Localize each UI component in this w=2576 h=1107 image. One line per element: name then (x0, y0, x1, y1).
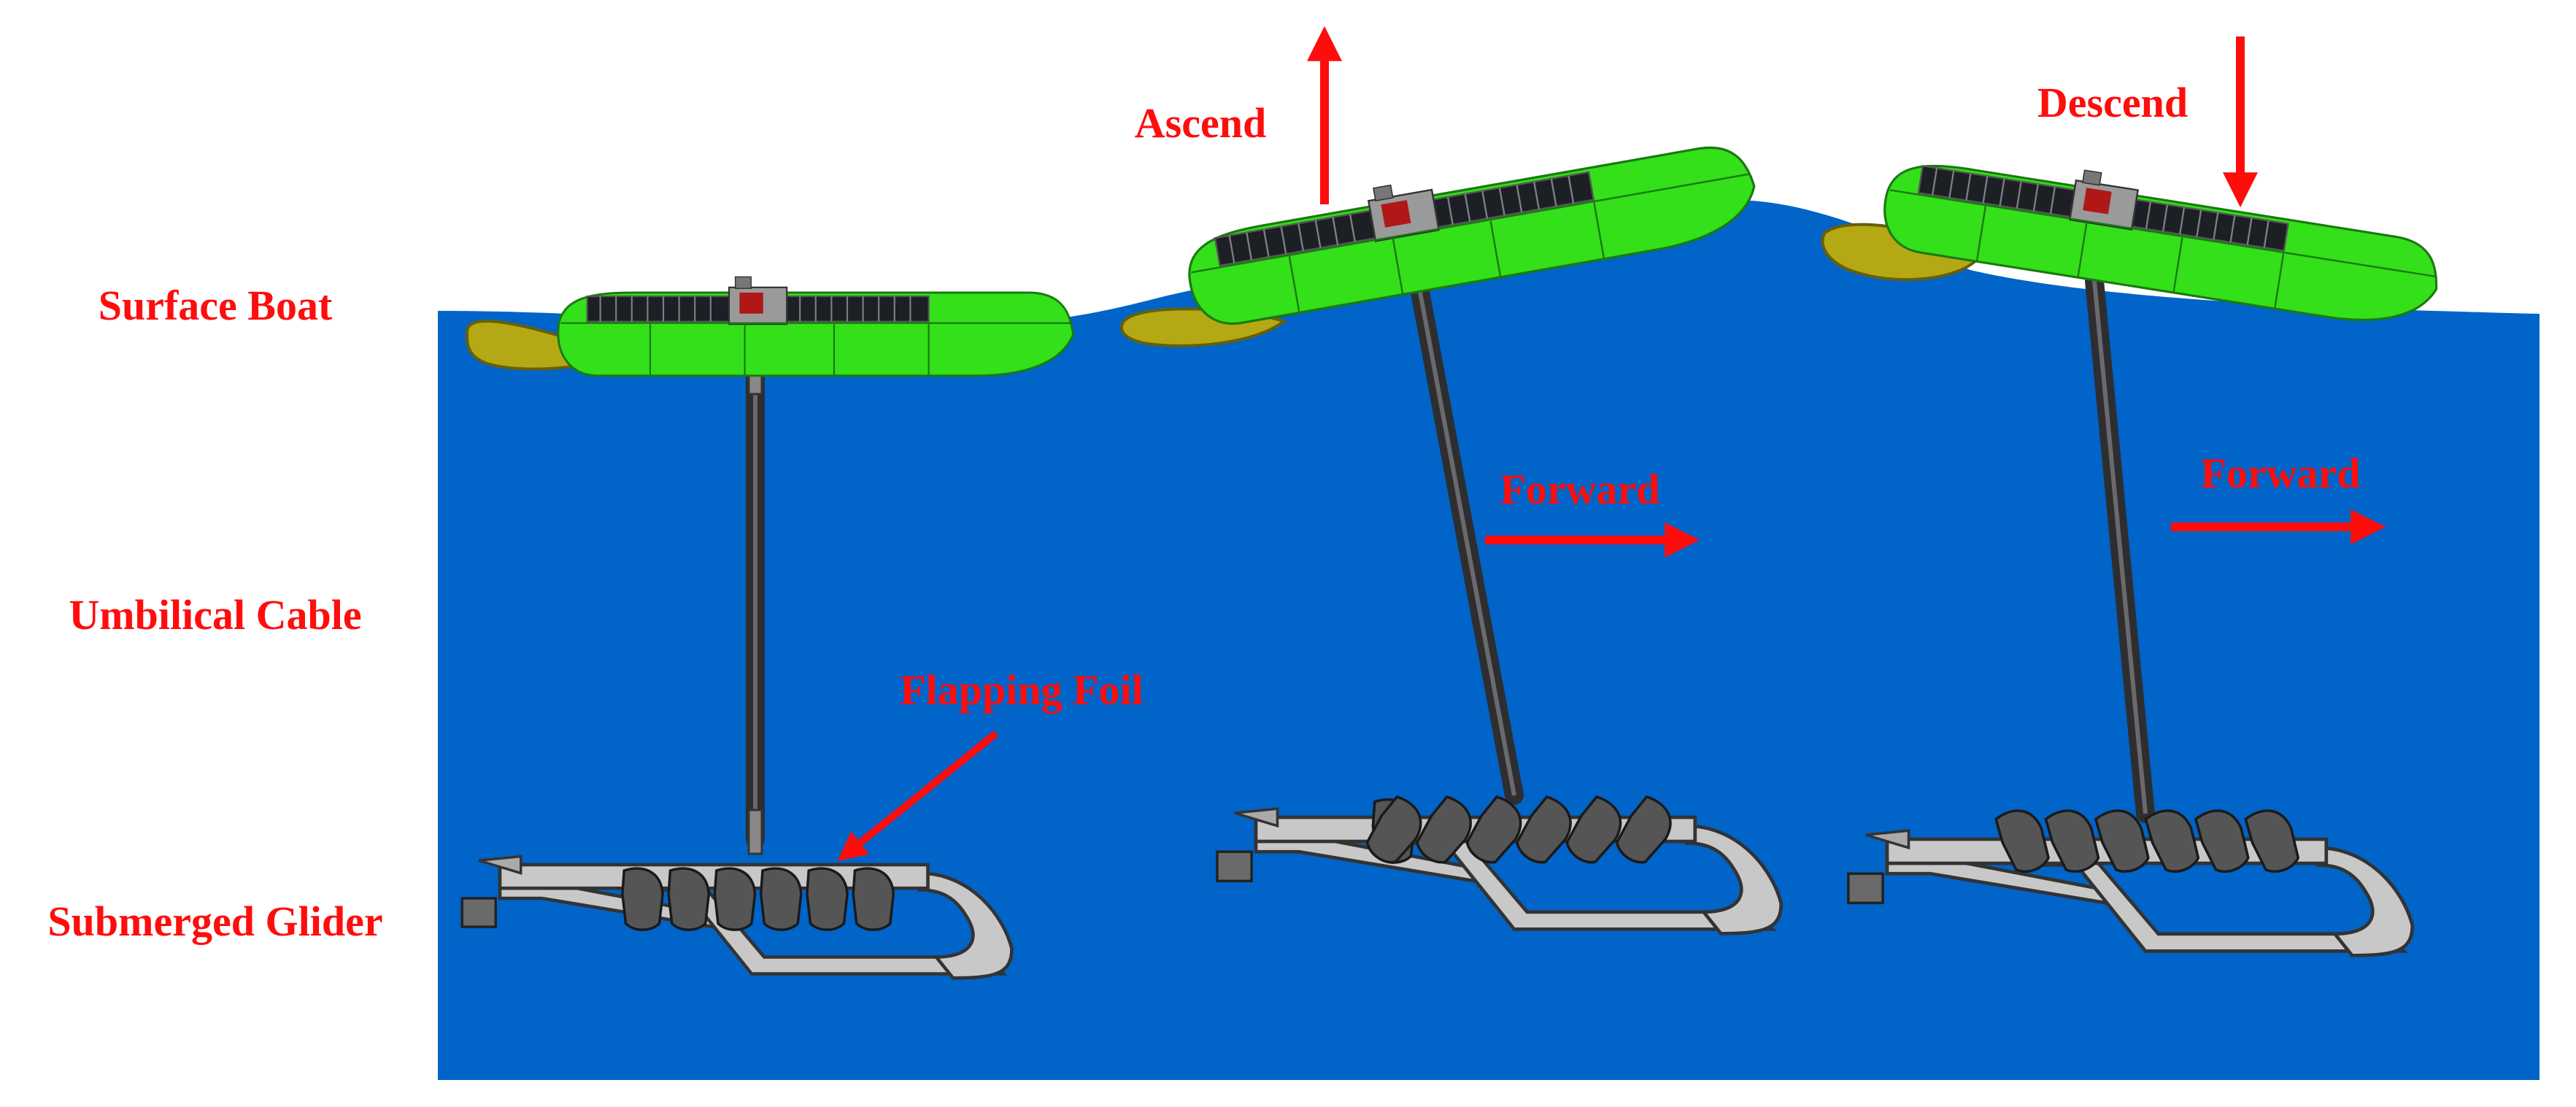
unit-2 (1119, 121, 1781, 934)
surface-boat-1 (557, 275, 1075, 377)
label-umbilical-cable: Umbilical Cable (69, 591, 361, 639)
unit-1 (462, 275, 1075, 978)
label-forward-2: Forward (2200, 450, 2360, 497)
label-descend: Descend (2037, 79, 2188, 126)
flapping-foil-pointer-icon (837, 730, 999, 862)
unit-3 (1821, 139, 2448, 955)
label-surface-boat: Surface Boat (99, 282, 333, 329)
label-flapping-foil: Flapping Foil (900, 666, 1144, 714)
label-submerged-glider: Submerged Glider (47, 898, 382, 945)
label-forward-1: Forward (1500, 466, 1659, 513)
label-ascend: Ascend (1135, 99, 1266, 147)
